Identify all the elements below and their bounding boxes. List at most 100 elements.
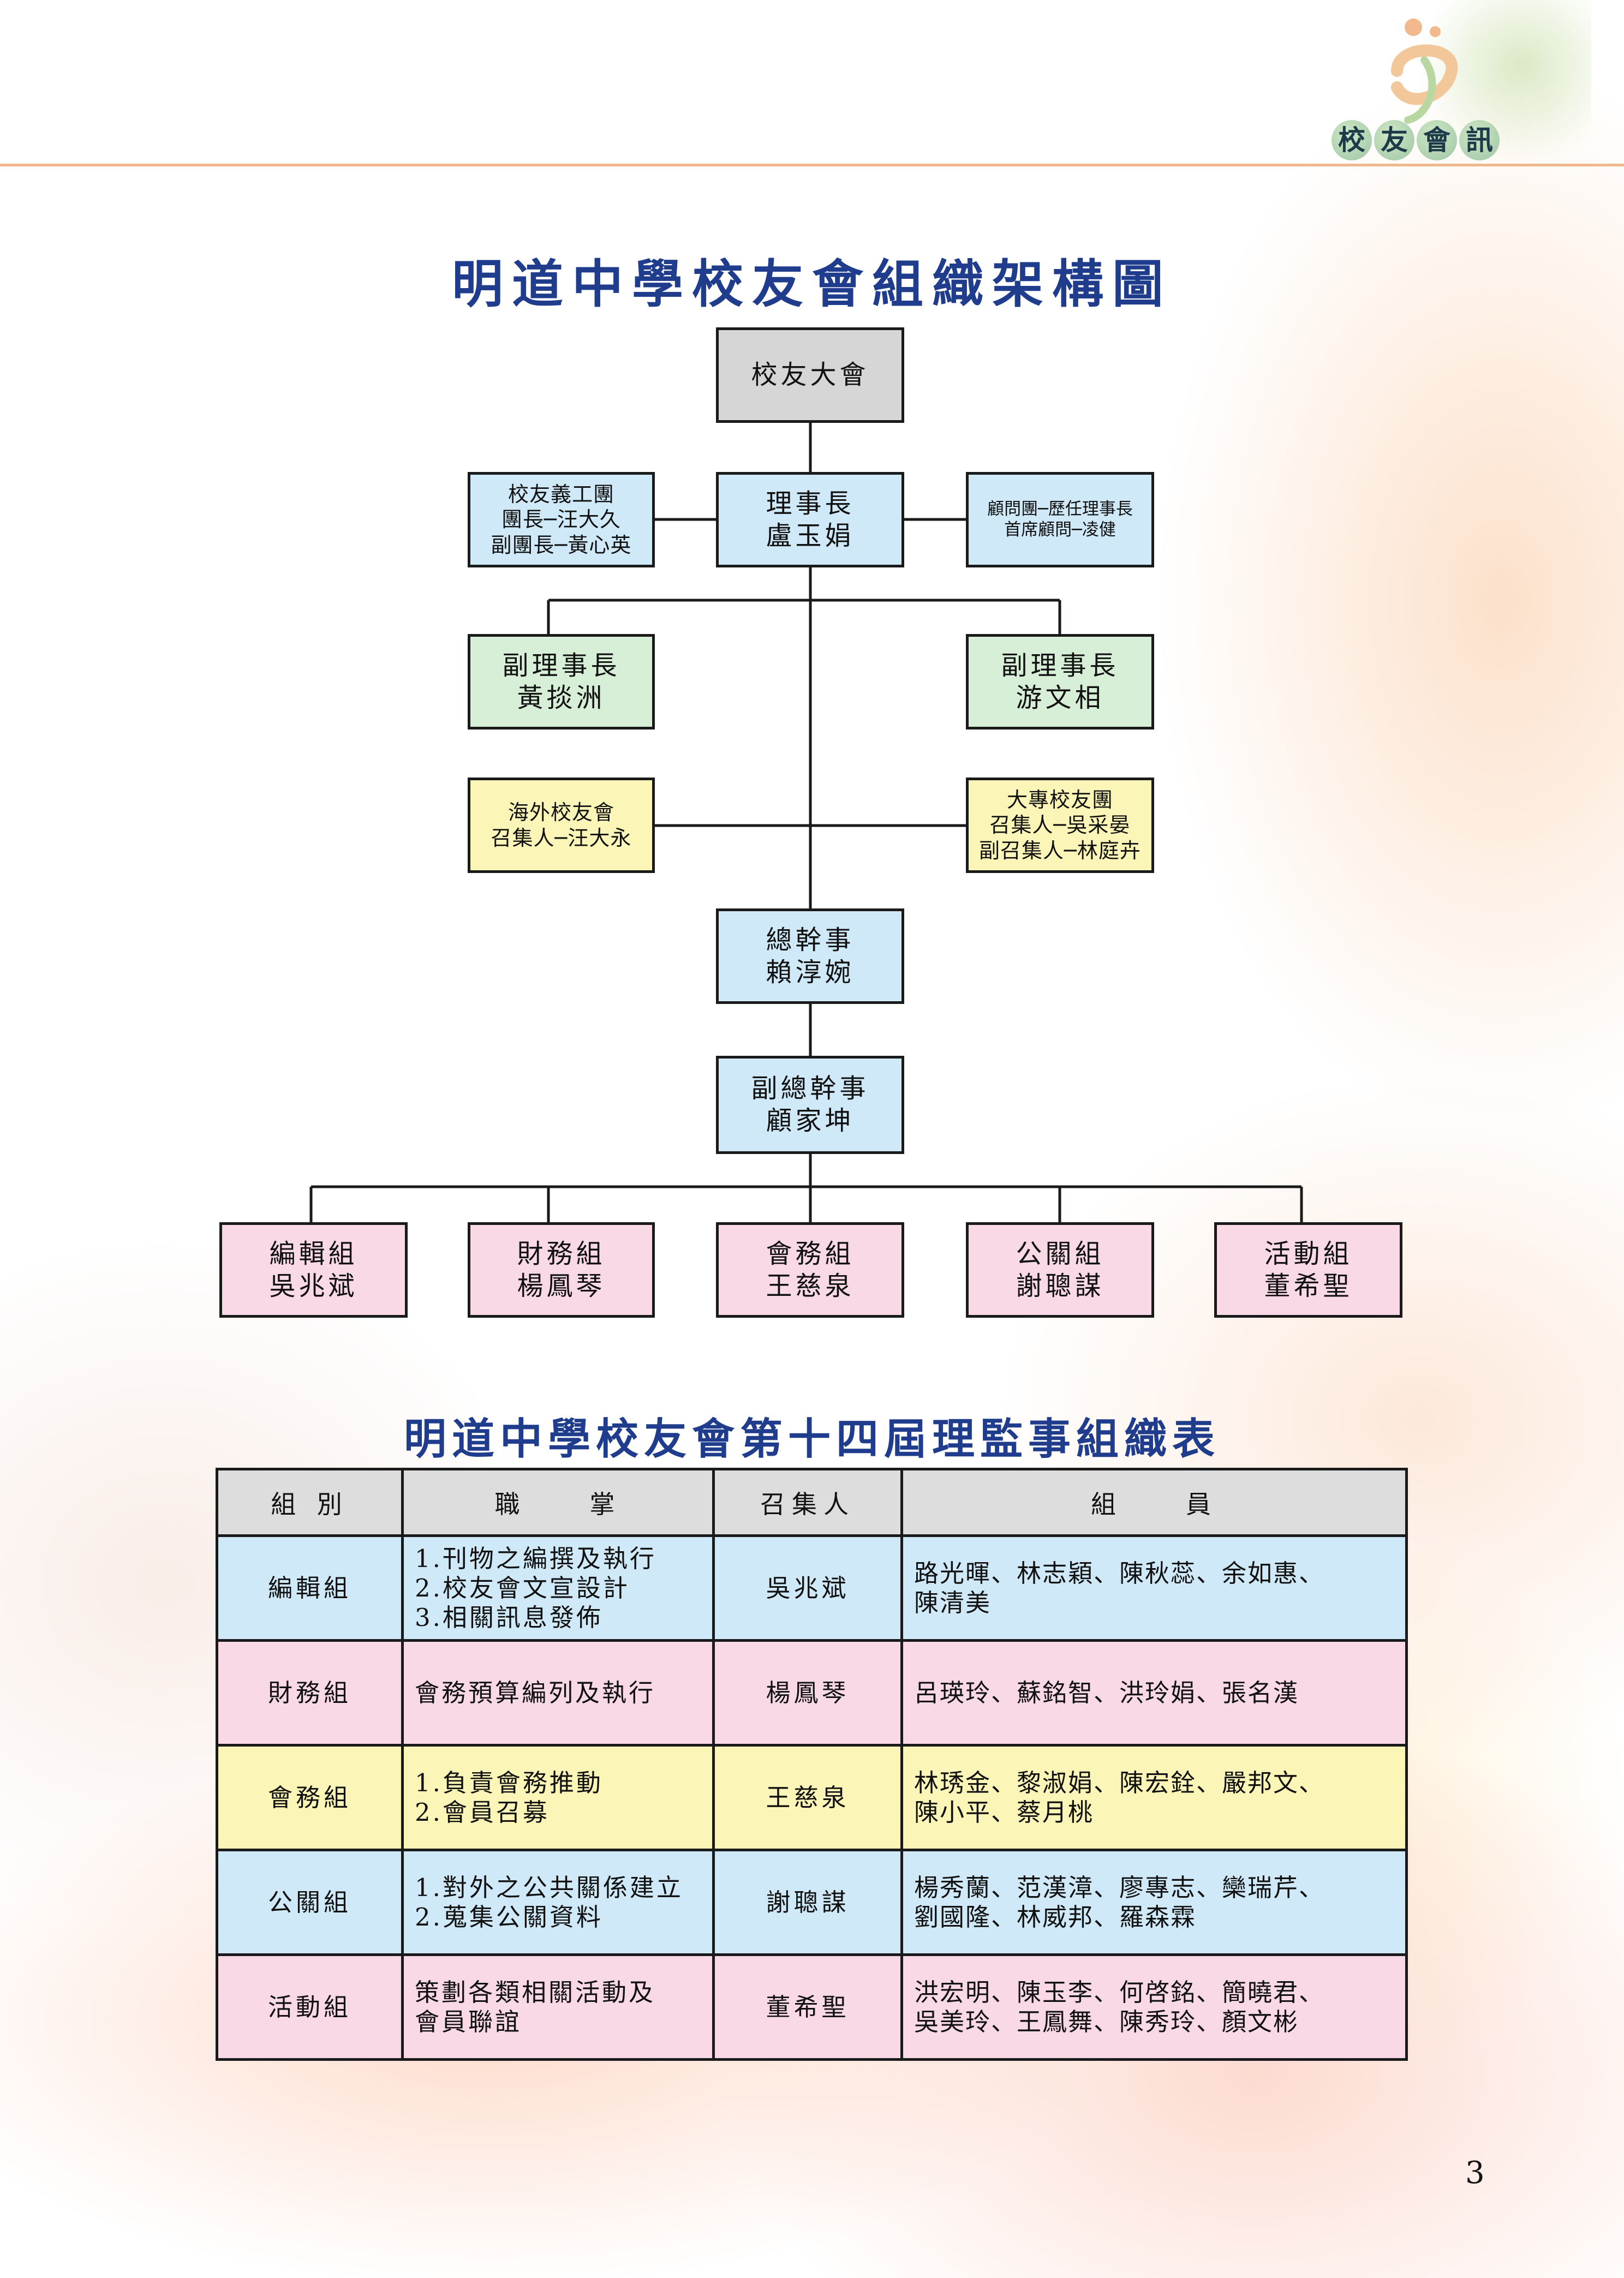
cell-members: 林琇金、黎淑娟、陳宏銓、嚴邦文、 陳小平、蔡月桃 [902, 1745, 1407, 1850]
cell-convener: 楊鳳琴 [714, 1641, 902, 1745]
cell-members: 呂瑛玲、蘇銘智、洪玲娟、張名漢 [902, 1641, 1407, 1745]
cell-group: 財務組 [217, 1641, 403, 1745]
advisors-box: 顧問團─歷任理事長 首席顧問─凌健 [966, 472, 1154, 567]
members-line: 吳美玲、王鳳舞、陳秀玲、顏文彬 [914, 2007, 1394, 2037]
group-lead: 董希聖 [1264, 1270, 1352, 1302]
members-line: 路光暉、林志穎、陳秋蕊、余如惠、 [914, 1559, 1394, 1588]
group-name: 活動組 [1264, 1238, 1352, 1270]
college-box: 大專校友團 召集人─吳采晏 副召集人─林庭卉 [966, 778, 1154, 873]
header-members: 組 員 [902, 1469, 1407, 1536]
duty-line: 2.會員召募 [415, 1798, 701, 1827]
duty-line: 1.刊物之編撰及執行 [415, 1544, 701, 1574]
members-line: 林琇金、黎淑娟、陳宏銓、嚴邦文、 [914, 1768, 1394, 1798]
group-box-events: 活動組 董希聖 [1214, 1222, 1402, 1318]
vice-chair-name: 黃掞洲 [517, 682, 605, 714]
roster-table: 組 別 職 掌 召集人 組 員 編輯組 1.刊物之編撰及執行 2.校友會文宣設計… [216, 1468, 1408, 2061]
chair-name: 盧玉娟 [766, 520, 854, 552]
cell-duty: 會務預算編列及執行 [403, 1641, 714, 1745]
group-box-editorial: 編輯組 吳兆斌 [219, 1222, 408, 1318]
duty-line: 3.相關訊息發佈 [415, 1603, 701, 1633]
vice-chair-left-box: 副理事長 黃掞洲 [468, 634, 655, 730]
duty-line: 2.蒐集公關資料 [415, 1903, 701, 1932]
college-deputy: 副召集人─林庭卉 [979, 838, 1141, 863]
overseas-name: 海外校友會 [508, 800, 614, 825]
duty-line: 會務預算編列及執行 [415, 1678, 701, 1708]
group-lead: 楊鳳琴 [517, 1270, 605, 1302]
deputy-secgen-title: 副總幹事 [751, 1073, 869, 1105]
header-duty: 職 掌 [403, 1469, 714, 1536]
cell-duty: 1.負責會務推動 2.會員召募 [403, 1745, 714, 1850]
cell-members: 楊秀蘭、范漢漳、廖專志、欒瑞芹、 劉國隆、林威邦、羅森霖 [902, 1850, 1407, 1955]
vice-chair-title: 副理事長 [502, 650, 620, 682]
overseas-convener: 召集人─汪大永 [491, 826, 632, 851]
overseas-box: 海外校友會 召集人─汪大永 [468, 778, 655, 873]
roster-header-row: 組 別 職 掌 召集人 組 員 [217, 1469, 1407, 1536]
cell-convener: 吳兆斌 [714, 1536, 902, 1641]
cell-duty: 1.對外之公共關係建立 2.蒐集公關資料 [403, 1850, 714, 1955]
cell-group: 公關組 [217, 1850, 403, 1955]
group-name: 編輯組 [269, 1238, 357, 1270]
table-row: 財務組 會務預算編列及執行 楊鳳琴 呂瑛玲、蘇銘智、洪玲娟、張名漢 [217, 1641, 1407, 1745]
members-line: 洪宏明、陳玉李、何啓銘、簡曉君、 [914, 1978, 1394, 2007]
table-row: 編輯組 1.刊物之編撰及執行 2.校友會文宣設計 3.相關訊息發佈 吳兆斌 路光… [217, 1536, 1407, 1641]
volunteer-box: 校友義工團 團長─汪大久 副團長─黃心英 [468, 472, 655, 567]
duty-line: 2.校友會文宣設計 [415, 1574, 701, 1603]
cell-group: 活動組 [217, 1955, 403, 2060]
duty-line: 會員聯誼 [415, 2007, 701, 2037]
group-box-pr: 公關組 謝聰謀 [966, 1222, 1154, 1318]
cell-members: 路光暉、林志穎、陳秋蕊、余如惠、 陳清美 [902, 1536, 1407, 1641]
secgen-box: 總幹事 賴淳婉 [716, 908, 904, 1004]
secgen-name: 賴淳婉 [766, 956, 854, 989]
group-box-finance: 財務組 楊鳳琴 [468, 1222, 655, 1318]
group-name: 會務組 [766, 1238, 854, 1270]
deputy-secgen-name: 顧家坤 [766, 1105, 854, 1137]
group-name: 公關組 [1016, 1238, 1104, 1270]
members-line: 陳小平、蔡月桃 [914, 1798, 1394, 1827]
members-line: 陳清美 [914, 1588, 1394, 1618]
cell-duty: 1.刊物之編撰及執行 2.校友會文宣設計 3.相關訊息發佈 [403, 1536, 714, 1641]
advisors-line2: 首席顧問─凌健 [1004, 520, 1116, 541]
group-lead: 謝聰謀 [1016, 1270, 1104, 1302]
cell-group: 會務組 [217, 1745, 403, 1850]
cell-convener: 王慈泉 [714, 1745, 902, 1850]
header-convener: 召集人 [714, 1469, 902, 1536]
volunteer-name: 校友義工團 [508, 482, 614, 507]
cell-group: 編輯組 [217, 1536, 403, 1641]
roster-title: 明道中學校友會第十四屆理監事組織表 [0, 1405, 1624, 1466]
chair-box: 理事長 盧玉娟 [716, 472, 904, 567]
members-line: 劉國隆、林威邦、羅森霖 [914, 1903, 1394, 1932]
chair-title: 理事長 [766, 488, 854, 520]
vice-chair-title: 副理事長 [1001, 650, 1119, 682]
duty-line: 1.對外之公共關係建立 [415, 1873, 701, 1903]
org-chart-connectors [0, 0, 1624, 1364]
group-box-affairs: 會務組 王慈泉 [716, 1222, 904, 1318]
cell-members: 洪宏明、陳玉李、何啓銘、簡曉君、 吳美玲、王鳳舞、陳秀玲、顏文彬 [902, 1955, 1407, 2060]
assembly-box: 校友大會 [716, 327, 904, 423]
members-line: 楊秀蘭、范漢漳、廖專志、欒瑞芹、 [914, 1873, 1394, 1903]
volunteer-deputy: 副團長─黃心英 [491, 533, 632, 558]
cell-duty: 策劃各類相關活動及 會員聯誼 [403, 1955, 714, 2060]
duty-line: 1.負責會務推動 [415, 1768, 701, 1798]
assembly-label: 校友大會 [751, 359, 869, 391]
header-group: 組 別 [217, 1469, 403, 1536]
deputy-secgen-box: 副總幹事 顧家坤 [716, 1056, 904, 1154]
duty-line: 策劃各類相關活動及 [415, 1978, 701, 2007]
cell-convener: 謝聰謀 [714, 1850, 902, 1955]
table-row: 公關組 1.對外之公共關係建立 2.蒐集公關資料 謝聰謀 楊秀蘭、范漢漳、廖專志… [217, 1850, 1407, 1955]
vice-chair-name: 游文相 [1016, 682, 1104, 714]
cell-convener: 董希聖 [714, 1955, 902, 2060]
secgen-title: 總幹事 [766, 924, 854, 956]
college-convener: 召集人─吳采晏 [990, 812, 1131, 838]
college-name: 大專校友團 [1007, 787, 1113, 812]
group-name: 財務組 [517, 1238, 605, 1270]
members-line: 呂瑛玲、蘇銘智、洪玲娟、張名漢 [914, 1678, 1394, 1708]
group-lead: 吳兆斌 [269, 1270, 357, 1302]
page-number: 3 [1465, 2155, 1485, 2191]
table-row: 活動組 策劃各類相關活動及 會員聯誼 董希聖 洪宏明、陳玉李、何啓銘、簡曉君、 … [217, 1955, 1407, 2060]
group-lead: 王慈泉 [766, 1270, 854, 1302]
org-chart: 校友大會 理事長 盧玉娟 校友義工團 團長─汪大久 副團長─黃心英 顧問團─歷任… [0, 0, 1624, 1364]
table-row: 會務組 1.負責會務推動 2.會員召募 王慈泉 林琇金、黎淑娟、陳宏銓、嚴邦文、… [217, 1745, 1407, 1850]
vice-chair-right-box: 副理事長 游文相 [966, 634, 1154, 730]
advisors-line1: 顧問團─歷任理事長 [987, 499, 1133, 520]
volunteer-leader: 團長─汪大久 [501, 507, 621, 532]
